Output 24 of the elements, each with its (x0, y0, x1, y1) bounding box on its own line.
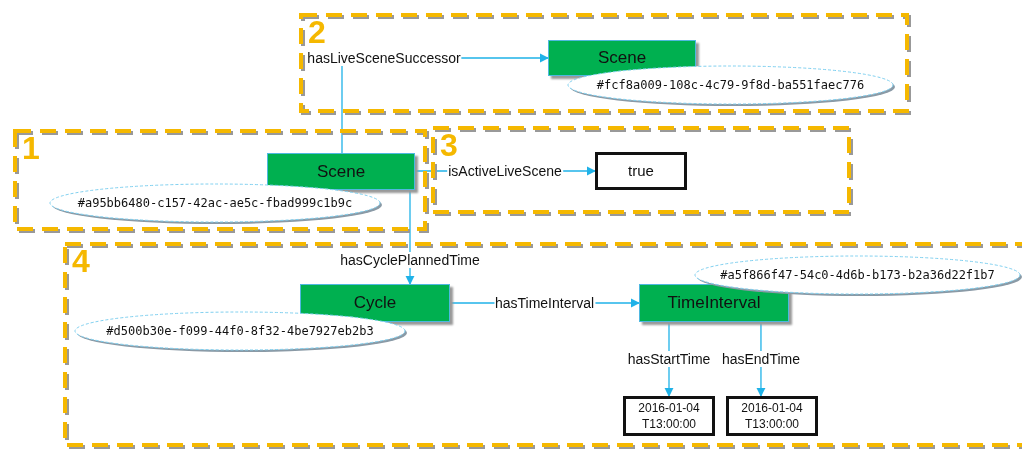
class-box: Scene (267, 153, 415, 190)
id-ellipse: #d500b30e-f099-44f0-8f32-4be7927eb2b3 (75, 312, 405, 350)
edge-label: hasStartTime (626, 351, 712, 367)
id-ellipse: #a5f866f47-54c0-4d6b-b173-b2a36d22f1b7 (695, 256, 1020, 294)
id-ellipse: #fcf8a009-108c-4c79-9f8d-ba551faec776 (568, 66, 893, 104)
class-box: TimeInterval (639, 284, 789, 322)
group-number: 1 (22, 132, 40, 164)
edge-label: isActiveLiveScene (447, 163, 563, 179)
class-box: Cycle (300, 284, 450, 322)
dashed-group-frame (300, 14, 910, 114)
edge-label: hasEndTime (720, 351, 801, 367)
edge-label: hasTimeInterval (493, 295, 596, 311)
value-box: 2016-01-04 T13:00:00 (623, 396, 715, 436)
group-number: 2 (308, 16, 326, 48)
dashed-group-frame (432, 127, 852, 215)
value-box: true (595, 152, 687, 190)
id-ellipse: #a95bb6480-c157-42ac-ae5c-fbad999c1b9c (50, 184, 380, 222)
edge-label: hasCyclePlannedTime (339, 252, 481, 268)
group-number: 4 (72, 245, 90, 277)
dashed-group-frame (64, 243, 1022, 448)
edge-label: hasLiveSceneSuccessor (306, 50, 462, 66)
group-number: 3 (440, 129, 458, 161)
dashed-group-frame (14, 130, 428, 232)
value-box: 2016-01-04 T13:00:00 (726, 396, 818, 436)
